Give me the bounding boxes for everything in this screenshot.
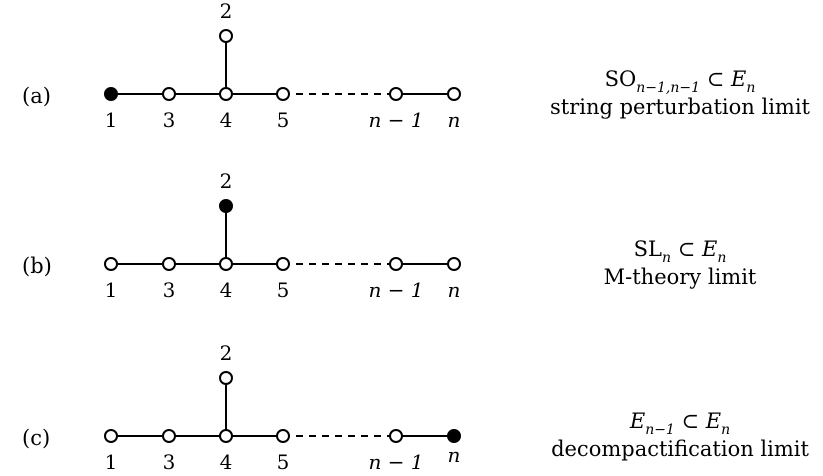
node-label-5: 5 <box>277 108 290 132</box>
node-label-3: 3 <box>163 450 176 474</box>
node-1 <box>104 429 118 443</box>
node-3 <box>162 87 176 101</box>
node-label-2: 2 <box>220 169 233 193</box>
node-n-minus-1 <box>389 429 403 443</box>
node-label-4: 4 <box>220 108 233 132</box>
node-n-minus-1 <box>389 257 403 271</box>
subgroup-formula-b: SLn ⊂ En <box>634 237 727 266</box>
node-label-n-minus-1: n − 1 <box>368 278 423 302</box>
node-label-1: 1 <box>105 450 118 474</box>
node-n-minus-1 <box>389 87 403 101</box>
node-3 <box>162 429 176 443</box>
node-label-n: n <box>448 108 461 132</box>
limit-text-c: decompactification limit <box>551 437 809 461</box>
node-2 <box>219 371 233 385</box>
limit-text-b: M-theory limit <box>604 265 757 289</box>
dynkin-c: 2 1 3 4 5 n − 1 n <box>104 341 461 474</box>
node-2 <box>219 29 233 43</box>
node-5 <box>276 429 290 443</box>
node-n <box>447 429 461 443</box>
node-label-1: 1 <box>105 278 118 302</box>
node-label-2: 2 <box>220 341 233 365</box>
node-label-5: 5 <box>277 450 290 474</box>
dynkin-b: 2 1 3 4 5 n − 1 n <box>104 169 461 302</box>
node-label-1: 1 <box>105 108 118 132</box>
node-5 <box>276 87 290 101</box>
diagram-a: (a) 2 1 3 4 5 n − 1 n SOn−1,n−1 ⊂ En str… <box>22 0 811 132</box>
subgroup-formula-c: En−1 ⊂ En <box>629 409 730 438</box>
node-n <box>447 257 461 271</box>
node-1 <box>104 257 118 271</box>
node-label-n-minus-1: n − 1 <box>368 108 423 132</box>
node-label-n-minus-1: n − 1 <box>368 450 423 474</box>
limit-text-a: string perturbation limit <box>550 95 811 119</box>
panel-label-b: (b) <box>22 254 52 278</box>
node-n <box>447 87 461 101</box>
diagram-c: (c) 2 1 3 4 5 n − 1 n En−1 ⊂ En decompac… <box>22 341 809 474</box>
node-label-4: 4 <box>220 278 233 302</box>
node-label-4: 4 <box>220 450 233 474</box>
node-2 <box>219 199 233 213</box>
node-label-n: n <box>448 443 461 467</box>
node-4 <box>219 257 233 271</box>
subgroup-formula-a: SOn−1,n−1 ⊂ En <box>605 67 756 96</box>
dynkin-a: 2 1 3 4 5 n − 1 n <box>104 0 461 132</box>
panel-label-c: (c) <box>22 426 50 450</box>
node-label-n: n <box>448 278 461 302</box>
node-5 <box>276 257 290 271</box>
node-4 <box>219 87 233 101</box>
node-4 <box>219 429 233 443</box>
node-label-3: 3 <box>163 278 176 302</box>
panel-label-a: (a) <box>22 84 51 108</box>
node-3 <box>162 257 176 271</box>
node-label-3: 3 <box>163 108 176 132</box>
node-label-5: 5 <box>277 278 290 302</box>
node-1 <box>104 87 118 101</box>
diagram-b: (b) 2 1 3 4 5 n − 1 n SLn ⊂ En M-theory … <box>22 169 757 302</box>
node-label-2: 2 <box>220 0 233 23</box>
